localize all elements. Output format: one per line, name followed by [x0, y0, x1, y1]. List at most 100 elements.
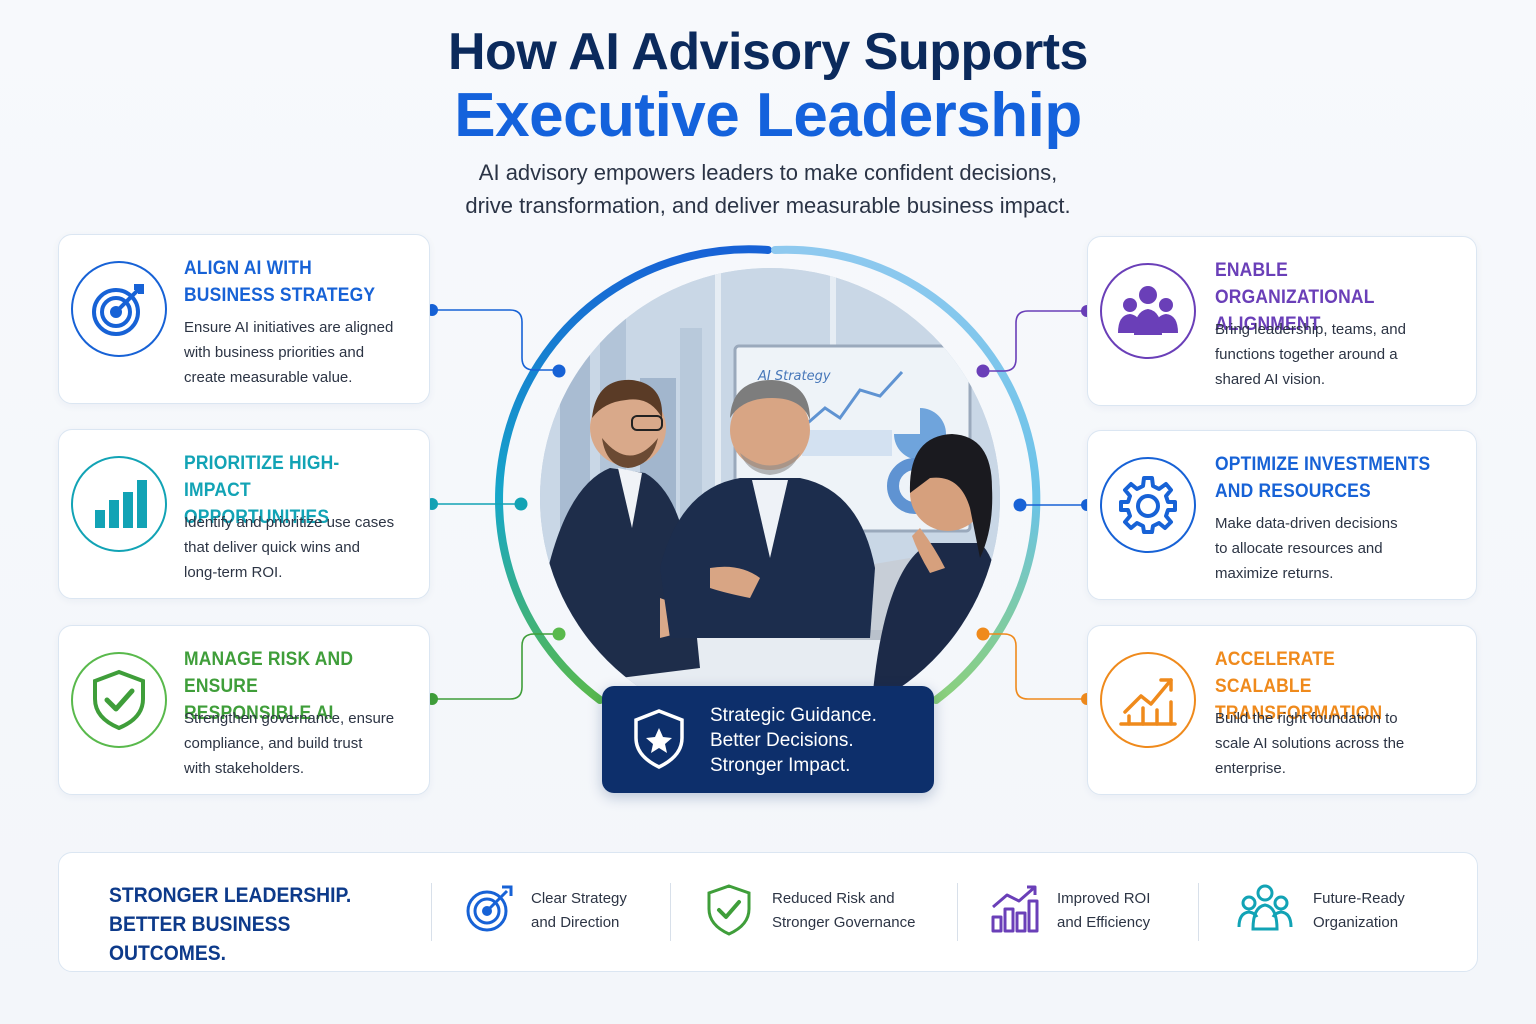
- card-title: OPTIMIZE INVESTMENTS AND RESOURCES: [1215, 451, 1436, 505]
- card-accelerate-transformation: ACCELERATE SCALABLE TRANSFORMATION Build…: [1087, 625, 1477, 795]
- divider: [957, 883, 958, 941]
- divider: [1198, 883, 1199, 941]
- card-title-line1: ENABLE ORGANIZATIONAL: [1215, 260, 1375, 308]
- card-desc-line1: Build the right foundation to: [1215, 710, 1398, 727]
- card-desc-line3: enterprise.: [1215, 760, 1286, 777]
- card-title-line2: RESPONSIBLE AI: [184, 703, 334, 724]
- outcomes-headline-line2: BETTER BUSINESS OUTCOMES.: [109, 913, 291, 965]
- growth-chart-icon: [1100, 652, 1196, 748]
- card-description: Build the right foundation to scale AI s…: [1215, 706, 1450, 781]
- card-description: Strengthen governance, ensure compliance…: [184, 706, 419, 781]
- outcomes-headline: STRONGER LEADERSHIP. BETTER BUSINESS OUT…: [109, 881, 403, 968]
- card-desc-line2: to allocate resources and: [1215, 540, 1383, 557]
- card-title: ENABLE ORGANIZATIONAL ALIGNMENT: [1215, 257, 1436, 338]
- card-desc-line2: compliance, and build trust: [184, 735, 363, 752]
- card-title-line1: ALIGN AI WITH: [184, 258, 312, 279]
- shield-star-icon: [632, 708, 686, 770]
- page-subtitle: AI advisory empowers leaders to make con…: [0, 156, 1536, 222]
- card-title-line1: MANAGE RISK AND ENSURE: [184, 649, 354, 697]
- card-desc-line3: long-term ROI.: [184, 564, 283, 581]
- card-title: ALIGN AI WITH BUSINESS STRATEGY: [184, 255, 405, 309]
- page-title-line1: How AI Advisory Supports: [448, 23, 1088, 81]
- card-description: Bring leadership, teams, and functions t…: [1215, 317, 1450, 392]
- outcome-label: Reduced Risk and Stronger Governance: [772, 887, 942, 935]
- outcome-label-line1: Reduced Risk and: [772, 890, 895, 907]
- card-desc-line2: that deliver quick wins and: [184, 539, 360, 556]
- value-badge: Strategic Guidance. Better Decisions. St…: [602, 686, 934, 793]
- shield-check-icon: [705, 883, 753, 937]
- page-title-line2: Executive Leadership: [454, 81, 1082, 150]
- connector-left-3: [432, 633, 559, 700]
- card-desc-line3: with stakeholders.: [184, 760, 305, 777]
- card-desc-line2: scale AI solutions across the: [1215, 735, 1405, 752]
- bar-chart-icon: [71, 456, 167, 552]
- card-title-line1: ACCELERATE SCALABLE: [1215, 649, 1336, 697]
- divider: [670, 883, 671, 941]
- card-title-line1: OPTIMIZE INVESTMENTS: [1215, 454, 1431, 475]
- card-desc-line3: maximize returns.: [1215, 565, 1334, 582]
- outcome-label-line2: Organization: [1313, 914, 1399, 931]
- card-manage-risk: MANAGE RISK AND ENSURE RESPONSIBLE AI St…: [58, 625, 430, 795]
- target-icon: [463, 883, 515, 935]
- card-prioritize-opportunities: PRIORITIZE HIGH-IMPACT OPPORTUNITIES Ide…: [58, 429, 430, 599]
- outcome-label: Clear Strategy and Direction: [531, 887, 701, 935]
- people-group-icon: [1237, 883, 1293, 933]
- card-align-strategy: ALIGN AI WITH BUSINESS STRATEGY Ensure A…: [58, 234, 430, 404]
- outcome-label-line2: and Direction: [531, 914, 620, 931]
- shield-check-icon: [71, 652, 167, 748]
- card-description: Ensure AI initiatives are aligned with b…: [184, 315, 419, 390]
- outcomes-headline-line1: STRONGER LEADERSHIP.: [109, 884, 352, 907]
- card-desc-line1: Identify and prioritize use cases: [184, 514, 395, 531]
- ring-right-arc: [771, 245, 1041, 704]
- card-title-line2: OPPORTUNITIES: [184, 507, 330, 528]
- card-desc-line2: with business priorities and: [184, 344, 365, 361]
- card-desc-line1: Bring leadership, teams, and: [1215, 321, 1406, 338]
- card-description: Identify and prioritize use cases that d…: [184, 510, 419, 585]
- card-desc-line1: Ensure AI initiatives are aligned: [184, 319, 394, 336]
- gear-icon: [1100, 457, 1196, 553]
- connector-right-3: [983, 633, 1087, 700]
- card-title: MANAGE RISK AND ENSURE RESPONSIBLE AI: [184, 646, 405, 727]
- connector-right-1: [983, 310, 1087, 372]
- divider: [431, 883, 432, 941]
- card-desc-line2: functions together around a: [1215, 346, 1398, 363]
- badge-line2: Better Decisions.: [710, 730, 854, 751]
- outcome-label-line1: Future-Ready: [1313, 890, 1405, 907]
- outcome-label-line1: Clear Strategy: [531, 890, 627, 907]
- card-title-line2: TRANSFORMATION: [1215, 703, 1383, 724]
- card-desc-line3: create measurable value.: [184, 369, 353, 386]
- outcome-label: Future-Ready Organization: [1313, 887, 1483, 935]
- badge-text: Strategic Guidance. Better Decisions. St…: [710, 703, 930, 778]
- badge-line3: Stronger Impact.: [710, 755, 851, 776]
- meeting-illustration: AI Strategy: [540, 268, 1000, 728]
- ring-left-arc: [495, 245, 772, 704]
- card-title-line2: ALIGNMENT: [1215, 314, 1321, 335]
- card-desc-line1: Strengthen governance, ensure: [184, 710, 395, 727]
- card-organizational-alignment: ENABLE ORGANIZATIONAL ALIGNMENT Bring le…: [1087, 236, 1477, 406]
- card-title-line2: BUSINESS STRATEGY: [184, 285, 376, 306]
- card-title: PRIORITIZE HIGH-IMPACT OPPORTUNITIES: [184, 450, 405, 531]
- outcome-label-line1: Improved ROI: [1057, 890, 1151, 907]
- outcome-label: Improved ROI and Efficiency: [1057, 887, 1227, 935]
- card-title-line2: AND RESOURCES: [1215, 481, 1371, 502]
- card-desc-line3: shared AI vision.: [1215, 371, 1326, 388]
- card-title-line1: PRIORITIZE HIGH-IMPACT: [184, 453, 340, 501]
- subtitle-line1: AI advisory empowers leaders to make con…: [478, 160, 1058, 185]
- badge-line1: Strategic Guidance.: [710, 705, 877, 726]
- connector-left-1: [432, 309, 559, 371]
- target-icon: [71, 261, 167, 357]
- card-optimize-investments: OPTIMIZE INVESTMENTS AND RESOURCES Make …: [1087, 430, 1477, 600]
- outcome-label-line2: and Efficiency: [1057, 914, 1151, 931]
- people-group-icon: [1100, 263, 1196, 359]
- outcomes-bar: STRONGER LEADERSHIP. BETTER BUSINESS OUT…: [58, 852, 1478, 972]
- person-center: [660, 380, 875, 638]
- outcome-label-line2: Stronger Governance: [772, 914, 916, 931]
- growth-chart-icon: [989, 883, 1039, 933]
- subtitle-line2: drive transformation, and deliver measur…: [465, 193, 1071, 218]
- meeting-scene: AI Strategy: [540, 268, 1000, 728]
- card-desc-line1: Make data-driven decisions: [1215, 515, 1398, 532]
- card-description: Make data-driven decisions to allocate r…: [1215, 511, 1450, 586]
- card-title: ACCELERATE SCALABLE TRANSFORMATION: [1215, 646, 1436, 727]
- screen-label: AI Strategy: [757, 369, 831, 384]
